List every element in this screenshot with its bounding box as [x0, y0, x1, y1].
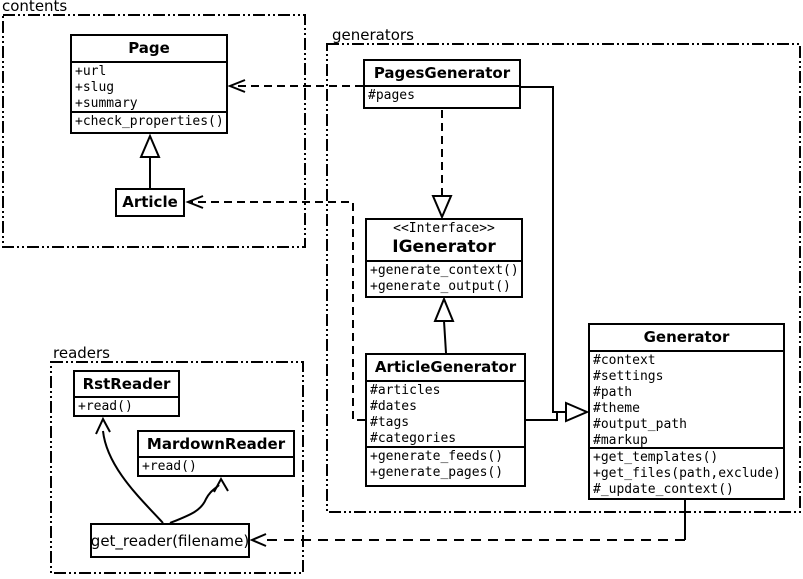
class-generator-attributes: #context #settings #path #theme #output_… [590, 350, 783, 447]
class-page-attributes: +url +slug +summary [72, 61, 226, 111]
arrow-generators-to-generator [521, 86, 590, 423]
method: +read() [142, 459, 197, 474]
arrow-article-to-page [139, 133, 161, 190]
class-article: Article [115, 188, 185, 217]
class-pagesgenerator: PagesGenerator #pages [363, 59, 521, 109]
attribute: #categories [370, 431, 457, 446]
attribute: #context [593, 353, 656, 368]
attribute: #theme [593, 401, 640, 416]
class-pagesgenerator-attributes: #pages [365, 85, 519, 107]
class-page: Page +url +slug +summary +check_properti… [70, 34, 228, 134]
attribute: #path [593, 385, 633, 400]
package-label-readers: readers [53, 344, 110, 362]
class-generator-title: Generator [643, 328, 730, 346]
class-igenerator-stereotype: <<Interface>> [393, 221, 495, 236]
attribute: #markup [593, 433, 648, 447]
attribute: #tags [370, 415, 410, 430]
class-articlegenerator-methods: +generate_feeds() +generate_pages() [367, 446, 524, 483]
class-articlegenerator-attributes: #articles #dates #tags #categories [367, 380, 524, 446]
arrow-articlegenerator-to-igenerator [433, 296, 455, 354]
class-article-title: Article [122, 193, 178, 211]
arrow-pagesgenerator-to-page [227, 79, 363, 93]
method: +read() [78, 399, 133, 414]
attribute: #dates [370, 399, 417, 414]
method: +get_templates() [593, 450, 719, 465]
attribute: #output_path [593, 417, 687, 432]
attribute: #settings [593, 369, 664, 384]
arrow-generator-to-getreader [249, 500, 686, 547]
class-page-title: Page [128, 39, 170, 57]
attribute: #articles [370, 383, 441, 398]
arrow-articlegenerator-to-article [185, 195, 365, 421]
arrow-pagesgenerator-to-igenerator [431, 110, 453, 220]
class-pagesgenerator-title: PagesGenerator [373, 64, 511, 82]
method: #_update_context() [593, 482, 734, 497]
class-igenerator-header: <<Interface>> IGenerator [367, 220, 521, 260]
class-rstreader: RstReader +read() [73, 370, 180, 417]
class-markdownreader-methods: +read() [139, 456, 293, 475]
method: +check_properties() [75, 114, 224, 129]
class-articlegenerator: ArticleGenerator #articles #dates #tags … [365, 353, 526, 487]
class-igenerator: <<Interface>> IGenerator +generate_conte… [365, 218, 523, 298]
class-generator: Generator #context #settings #path #them… [588, 323, 785, 500]
function-get-reader-label: get_reader(filename) [90, 531, 250, 550]
method: +generate_output() [370, 279, 511, 294]
class-articlegenerator-title: ArticleGenerator [374, 358, 517, 376]
class-rstreader-title: RstReader [82, 375, 171, 393]
class-rstreader-methods: +read() [75, 396, 178, 415]
method: +generate_context() [370, 263, 519, 278]
package-label-generators: generators [332, 26, 414, 44]
class-markdownreader-title: MardownReader [146, 435, 286, 453]
class-generator-methods: +get_templates() +get_files(path,exclude… [590, 447, 783, 498]
class-igenerator-methods: +generate_context() +generate_output() [367, 260, 521, 296]
method: +get_files(path,exclude) [593, 466, 781, 481]
method: +generate_feeds() [370, 449, 504, 464]
package-label-contents: contents [2, 0, 68, 15]
attribute: +url [75, 64, 107, 79]
class-page-methods: +check_properties() [72, 111, 226, 132]
attribute: #pages [368, 88, 415, 103]
attribute: +summary [75, 96, 138, 111]
class-igenerator-title: IGenerator [392, 237, 496, 257]
class-markdownreader: MardownReader +read() [137, 430, 295, 477]
method: +generate_pages() [370, 465, 504, 480]
attribute: +slug [75, 80, 115, 95]
function-get-reader: get_reader(filename) [90, 523, 250, 558]
arrow-getreader-to-markdownreader [169, 476, 229, 524]
